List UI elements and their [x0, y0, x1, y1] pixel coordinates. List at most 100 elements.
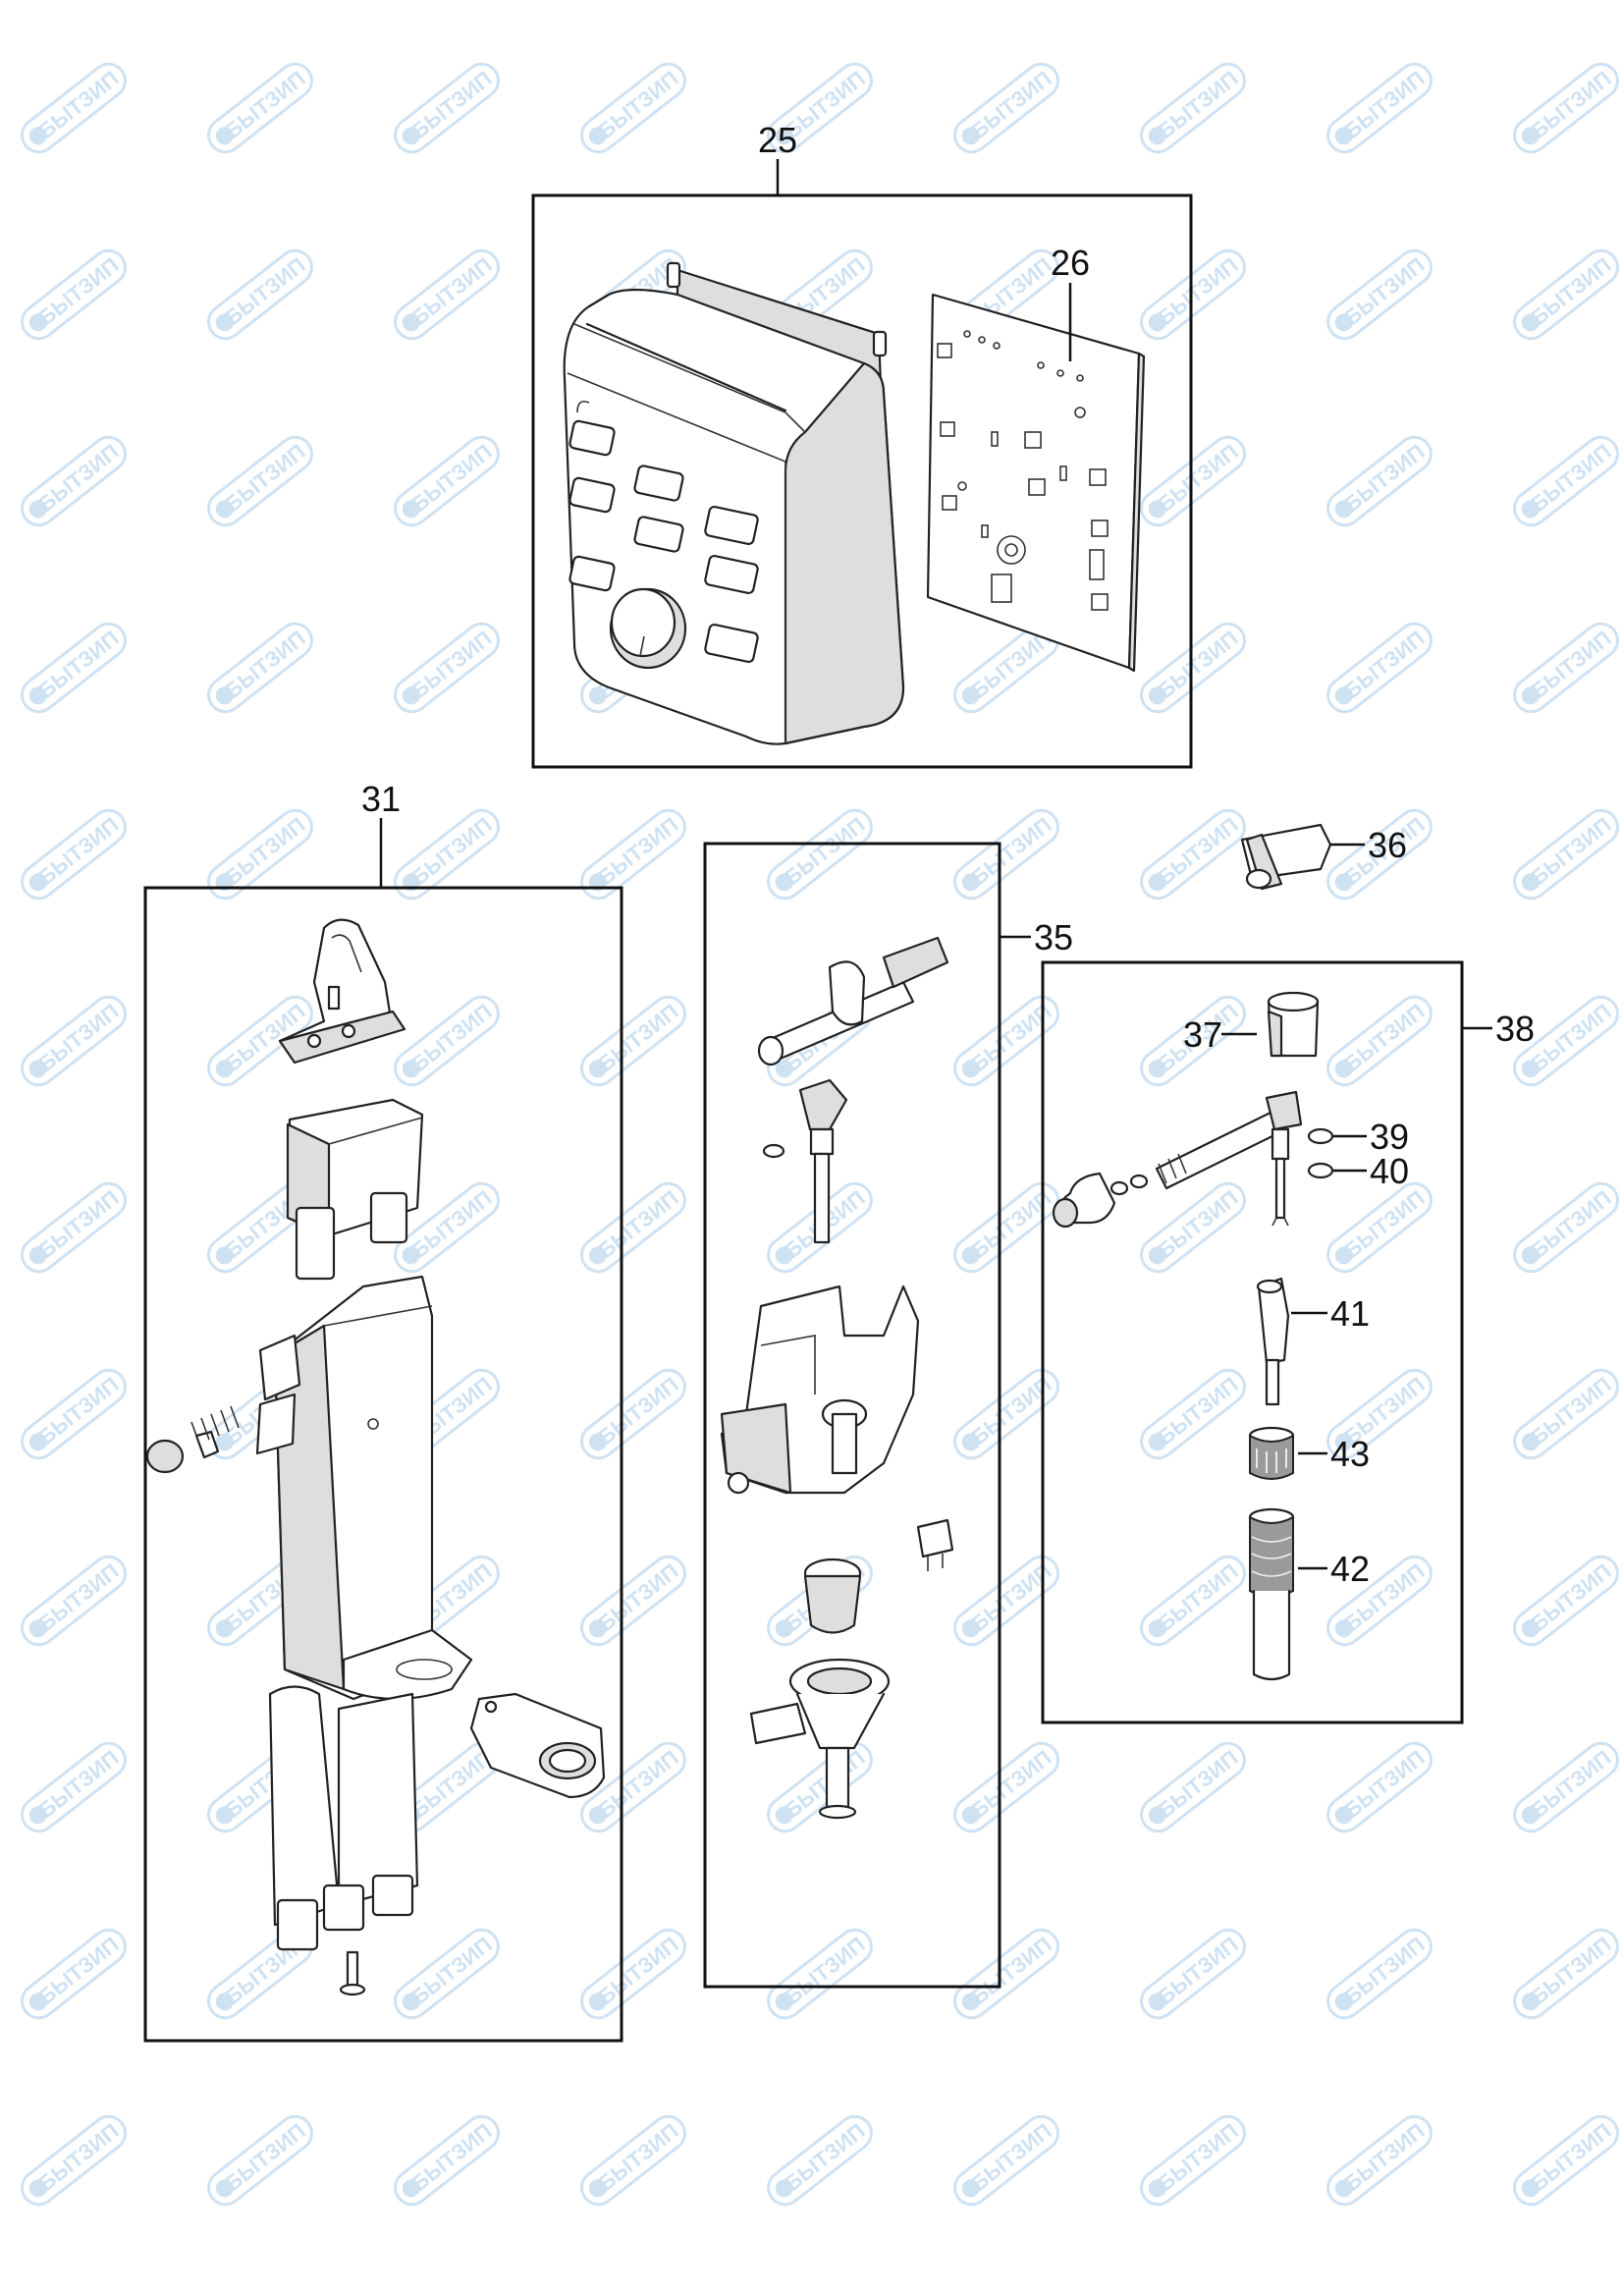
watermark-text: БЫТЗИП — [1153, 812, 1242, 890]
screw — [339, 1950, 366, 1996]
watermark-tile: БЫТЗИП — [207, 622, 313, 714]
callout-37: 37 — [1183, 1014, 1222, 1055]
watermark-text: БЫТЗИП — [1526, 1932, 1615, 2009]
watermark-tile: БЫТЗИП — [207, 435, 313, 527]
watermark-tile: БЫТЗИП — [21, 2114, 127, 2207]
watermark-text: БЫТЗИП — [966, 1745, 1055, 1823]
watermark-tile: БЫТЗИП — [1140, 1555, 1246, 1647]
watermark-text: БЫТЗИП — [1526, 626, 1615, 703]
watermark-text: БЫТЗИП — [406, 1745, 496, 1823]
callout-38: 38 — [1495, 1009, 1535, 1049]
watermark-tile: БЫТЗИП — [21, 248, 127, 341]
watermark-text: БЫТЗИП — [33, 2118, 123, 2196]
watermark-tile: БЫТЗИП — [207, 2114, 313, 2207]
watermark-text: БЫТЗИП — [593, 1558, 682, 1636]
watermark-text: БЫТЗИП — [33, 1185, 123, 1263]
watermark-tile: БЫТЗИП — [1140, 62, 1246, 154]
watermark-text: БЫТЗИП — [1526, 1185, 1615, 1263]
watermark-text: БЫТЗИП — [593, 2118, 682, 2196]
watermark-tile: БЫТЗИП — [767, 2114, 873, 2207]
watermark-text: БЫТЗИП — [593, 1932, 682, 2009]
frame-35 — [703, 842, 1001, 1989]
watermark-tile: БЫТЗИП — [21, 995, 127, 1087]
watermark-text: БЫТЗИП — [1526, 252, 1615, 330]
watermark-tile: БЫТЗИП — [1513, 1181, 1619, 1274]
valve-shaft-top — [757, 936, 949, 1066]
valve-seat — [803, 1558, 862, 1634]
watermark-text: БЫТЗИП — [1153, 626, 1242, 703]
watermark-text: БЫТЗИП — [966, 1932, 1055, 2009]
watermark-text: БЫТЗИП — [1153, 1932, 1242, 2009]
watermark-tile: БЫТЗИП — [21, 1368, 127, 1460]
watermark-tile: БЫТЗИП — [1140, 1741, 1246, 1833]
watermark-tile: БЫТЗИП — [1140, 622, 1246, 714]
group-31-chassis-column: 31 — [143, 779, 623, 2043]
part-41-nozzle: 41 — [1256, 1277, 1370, 1406]
part-42-sleeve: 42 — [1248, 1507, 1370, 1681]
watermark-tile: БЫТЗИП — [1513, 1368, 1619, 1460]
watermark-tile: БЫТЗИП — [1326, 1741, 1433, 1833]
group-35-valve-assembly: 35 — [703, 842, 1073, 1989]
watermark-text: БЫТЗИП — [593, 1185, 682, 1263]
watermark-text: БЫТЗИП — [1153, 1745, 1242, 1823]
watermark-text: БЫТЗИП — [1153, 2118, 1242, 2196]
watermark-text: БЫТЗИП — [33, 1745, 123, 1823]
watermark-tile: БЫТЗИП — [953, 1741, 1059, 1833]
watermark-text: БЫТЗИП — [1339, 252, 1429, 330]
watermark-text: БЫТЗИП — [1339, 1185, 1429, 1263]
watermark-tile: БЫТЗИП — [580, 995, 686, 1087]
watermark-text: БЫТЗИП — [1526, 1372, 1615, 1449]
watermark-tile: БЫТЗИП — [207, 248, 313, 341]
watermark-text: БЫТЗИП — [1339, 1932, 1429, 2009]
watermark-text: БЫТЗИП — [1526, 1745, 1615, 1823]
watermark-text: БЫТЗИП — [1153, 1558, 1242, 1636]
part-37-cap: 37 — [1183, 991, 1320, 1058]
watermark-text: БЫТЗИП — [1153, 1372, 1242, 1449]
callout-25: 25 — [758, 120, 797, 160]
watermark-tile: БЫТЗИП — [1513, 2114, 1619, 2207]
watermark-tile: БЫТЗИП — [1140, 2114, 1246, 2207]
watermark-tile: БЫТЗИП — [21, 1181, 127, 1274]
watermark-tile: БЫТЗИП — [394, 2114, 500, 2207]
watermark-tile: БЫТЗИП — [21, 808, 127, 901]
watermark-text: БЫТЗИП — [220, 626, 309, 703]
watermark-text: БЫТЗИП — [33, 1558, 123, 1636]
watermark-text: БЫТЗИП — [593, 66, 682, 143]
watermark-text: БЫТЗИП — [966, 812, 1055, 890]
watermark-text: БЫТЗИП — [406, 252, 496, 330]
watermark-tile: БЫТЗИП — [1140, 1368, 1246, 1460]
group-38-steam-assembly: 38 37 39 — [1041, 960, 1535, 1724]
watermark-tile: БЫТЗИП — [1326, 1181, 1433, 1274]
watermark-tile: БЫТЗИП — [580, 2114, 686, 2207]
drip-ring-part — [469, 1692, 606, 1799]
watermark-text: БЫТЗИП — [1526, 2118, 1615, 2196]
watermark-text: БЫТЗИП — [1339, 439, 1429, 517]
panel-housing — [563, 261, 905, 745]
watermark-text: БЫТЗИП — [406, 626, 496, 703]
watermark-tile: БЫТЗИП — [1140, 435, 1246, 527]
watermark-tile: БЫТЗИП — [207, 62, 313, 154]
watermark-text: БЫТЗИП — [220, 66, 309, 143]
watermark-text: БЫТЗИП — [1526, 812, 1615, 890]
callout-42: 42 — [1330, 1549, 1370, 1589]
watermark-text: БЫТЗИП — [220, 439, 309, 517]
microswitch — [916, 1518, 954, 1571]
watermark-text: БЫТЗИП — [966, 66, 1055, 143]
callout-43: 43 — [1330, 1434, 1370, 1474]
watermark-tile: БЫТЗИП — [21, 435, 127, 527]
watermark-text: БЫТЗИП — [33, 1372, 123, 1449]
watermark-tile: БЫТЗИП — [953, 2114, 1059, 2207]
valve-base — [749, 1658, 891, 1820]
watermark-tile: БЫТЗИП — [1326, 2114, 1433, 2207]
watermark-tile: БЫТЗИП — [21, 1928, 127, 2020]
watermark-text: БЫТЗИП — [593, 812, 682, 890]
callout-26: 26 — [1051, 243, 1090, 283]
watermark-text: БЫТЗИП — [33, 252, 123, 330]
watermark-tile: БЫТЗИП — [953, 808, 1059, 901]
panel-knob — [609, 587, 687, 670]
watermark-text: БЫТЗИП — [33, 626, 123, 703]
watermark-text: БЫТЗИП — [1526, 439, 1615, 517]
watermark-text: БЫТЗИП — [1526, 1558, 1615, 1636]
watermark-tile: БЫТЗИП — [953, 995, 1059, 1087]
watermark-text: БЫТЗИП — [33, 812, 123, 890]
